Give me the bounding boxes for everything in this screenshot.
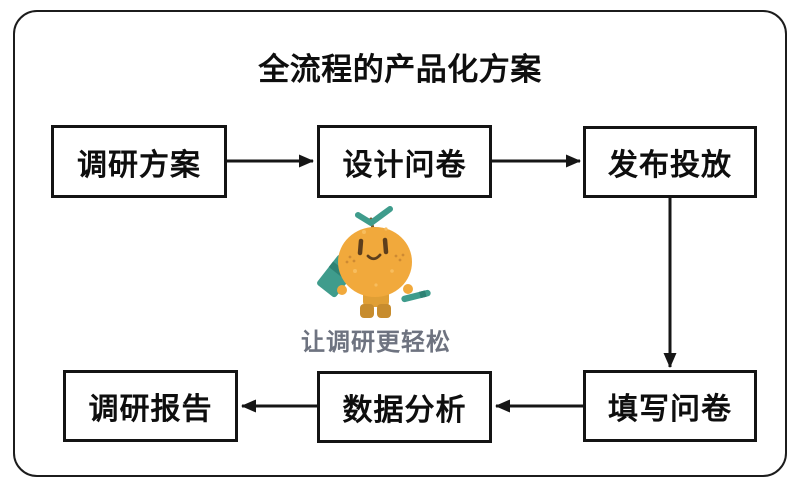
leaf-icon — [355, 206, 393, 226]
mascot-tagline: 让调研更轻松 — [301, 329, 451, 356]
diagram-title: 全流程的产品化方案 — [258, 52, 542, 87]
mascot-orange-illustration — [317, 206, 431, 318]
node-research-plan: 调研方案 — [51, 125, 227, 198]
node-label: 调研报告 — [88, 393, 213, 426]
node-design-questionnaire: 设计问卷 — [317, 125, 492, 198]
face — [357, 237, 389, 261]
right-eye — [382, 237, 389, 255]
node-publish-launch: 发布投放 — [583, 126, 757, 198]
node-data-analysis: 数据分析 — [317, 371, 492, 443]
left-hand — [337, 285, 347, 295]
body-speckles — [353, 227, 394, 287]
node-label: 调研方案 — [77, 148, 201, 182]
left-boot — [360, 304, 374, 318]
node-fill-questionnaire: 填写问卷 — [583, 370, 757, 442]
pencil-icon — [401, 289, 431, 303]
right-hand — [403, 284, 413, 294]
node-label: 填写问卷 — [608, 393, 732, 426]
left-eye — [357, 238, 364, 256]
right-boot — [377, 304, 391, 318]
node-label: 设计问卷 — [342, 148, 467, 182]
smile — [366, 253, 382, 261]
node-label: 数据分析 — [342, 394, 467, 427]
node-label: 发布投放 — [608, 149, 732, 182]
body — [338, 227, 412, 297]
node-research-report: 调研报告 — [63, 370, 238, 442]
freckles — [345, 253, 405, 264]
